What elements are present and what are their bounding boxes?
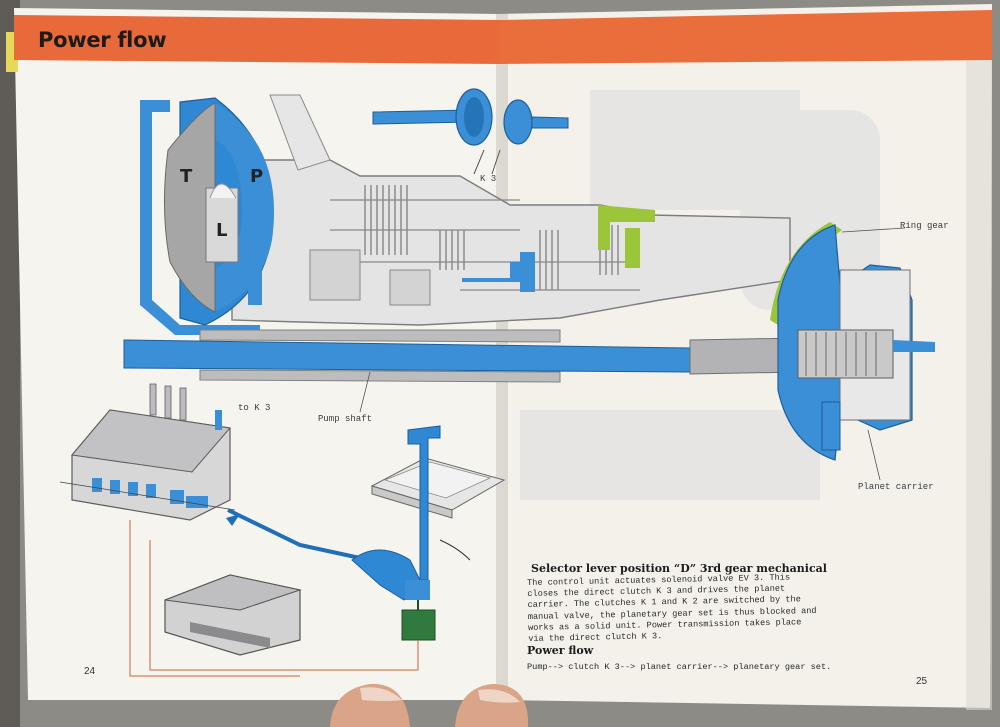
pump-shaft-leader [359, 371, 371, 413]
label-stator: L [216, 220, 228, 241]
clutch-k3-green [598, 205, 655, 250]
k3-outlet [215, 410, 222, 430]
right-thumbnail [478, 689, 520, 703]
pressure-line-left [140, 100, 260, 335]
label-k3: K 3 [480, 174, 497, 184]
caption-body: The control unit actuates solenoid valve… [527, 572, 817, 645]
header-band-left [14, 15, 500, 64]
k3-leader [473, 149, 485, 175]
housing-chambers [309, 249, 431, 306]
label-to-k3: to K 3 [238, 403, 271, 413]
k3-drum-2 [503, 99, 533, 145]
valve-pins [149, 383, 187, 421]
control-unit-top [164, 574, 302, 611]
label-ring-gear: Ring gear [900, 221, 949, 231]
ring-gear-leader [841, 227, 906, 233]
power-flow-text: Pump--> clutch K 3--> planet carrier--> … [527, 662, 832, 672]
label-planet-carrier: Planet carrier [858, 482, 934, 492]
planet-carrier-leader [867, 429, 881, 481]
page-stack-right [966, 20, 992, 710]
valve-body-top [71, 409, 231, 473]
input-shaft-sleeve-lower [199, 369, 561, 383]
input-shaft-sleeve [199, 329, 561, 343]
left-thumbnail [360, 687, 402, 701]
selector-gate [351, 425, 506, 641]
k3-drum-1-inner [464, 97, 484, 137]
book-edge-left [0, 0, 20, 727]
header-band-right [500, 10, 992, 64]
solenoid-valve-ev3 [401, 609, 436, 641]
housing-internals [330, 199, 640, 291]
power-flow-subheading: Power flow [527, 644, 594, 657]
clutch-k3-green-2 [625, 228, 640, 268]
valve-body [59, 383, 361, 560]
transmission-diagram [123, 88, 935, 461]
wiring-lines-2 [129, 520, 300, 677]
selector-linkage [227, 508, 361, 560]
motion-arrow [439, 539, 471, 561]
label-turbine: T [180, 166, 193, 187]
carrier-flange [821, 401, 841, 451]
output-stub [893, 340, 935, 352]
linkage-arrow [226, 514, 240, 526]
page-title: Power flow [38, 28, 167, 52]
label-pump-shaft: Pump shaft [318, 414, 373, 424]
output-shaft-top [531, 116, 569, 129]
pump-outlet [248, 270, 262, 305]
solenoid-rail [59, 481, 236, 511]
control-unit [129, 520, 419, 677]
turbine [163, 102, 216, 313]
gear-teeth [805, 332, 877, 376]
lever-pivot [405, 580, 430, 600]
wiring-lines [149, 540, 419, 671]
connector [190, 622, 270, 648]
clutch-piston-blue [510, 252, 535, 292]
page-number-right: 25 [916, 676, 928, 687]
housing-lever [269, 94, 331, 171]
stator-top [209, 183, 237, 199]
page-number-left: 24 [84, 666, 96, 677]
label-pump: P [250, 166, 264, 187]
k3-leader-2 [491, 149, 501, 175]
caption-title: Selector lever position “D” 3rd gear mec… [531, 562, 827, 575]
